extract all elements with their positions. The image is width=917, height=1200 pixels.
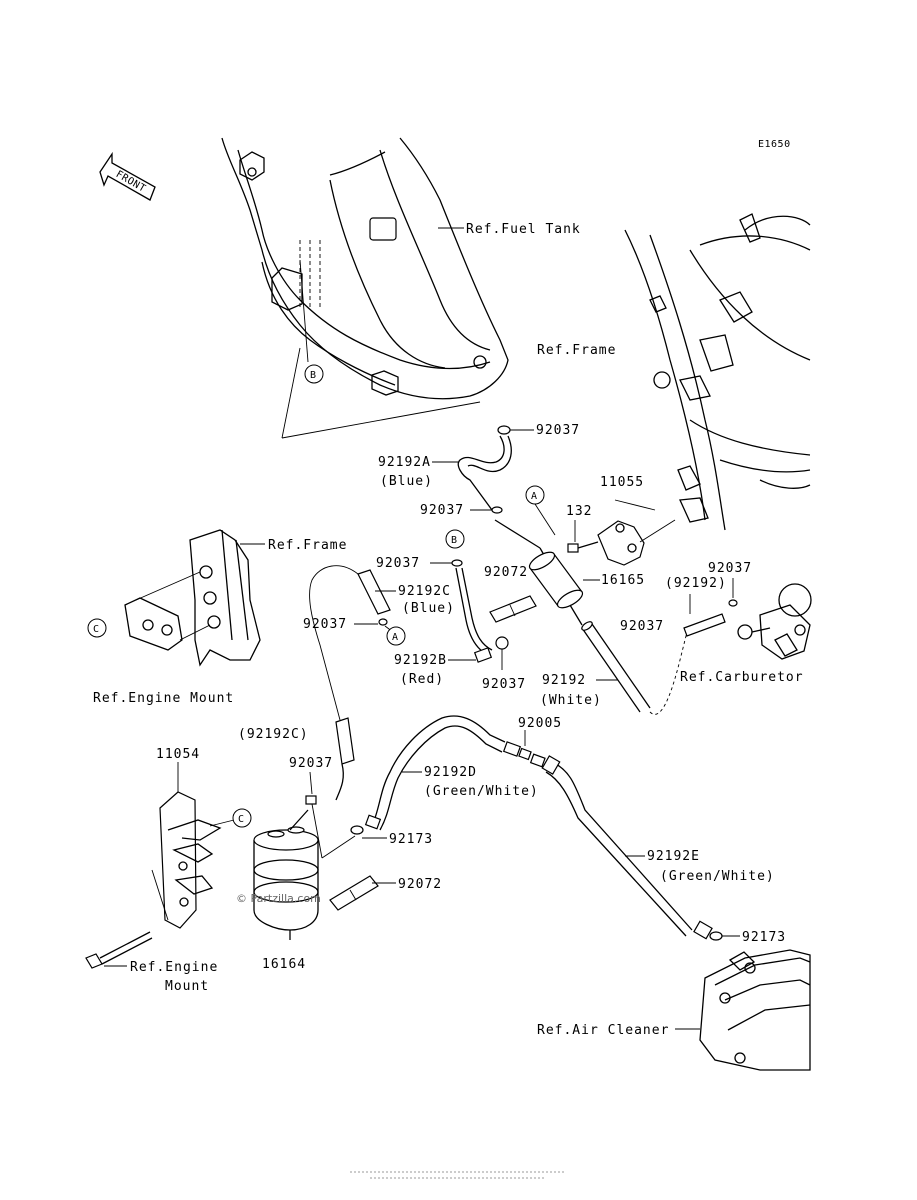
callout-a-top-label: A [531,491,538,502]
part-92037-mid: 92037 [420,503,464,518]
ref-frame-right-label: Ref.Frame [537,343,616,358]
part-92192A: 92192A [378,455,431,470]
right-frame-drawing [624,213,811,531]
part-92192: 92192 [542,673,586,688]
callout-b-top-label: B [310,370,317,381]
clamp-92037-can-icon [305,795,317,805]
part-92037-left: 92037 [376,556,420,571]
diagram-id: E1650 [758,139,791,150]
part-92037-can: 92037 [289,756,333,771]
part-92037-carb: 92037 [708,561,752,576]
ref-air-cleaner-label: Ref.Air Cleaner [537,1023,669,1038]
front-arrow-icon: FRONT [99,151,156,201]
joint-92005-icon [502,741,546,768]
part-92192-color: (White) [540,693,602,708]
part-11054: 11054 [156,747,200,762]
part-92192B-color: (Red) [400,672,444,687]
callout-b-top [304,364,324,384]
hose-92192C-paren-icon [335,717,355,765]
footer-fine-print [350,1171,565,1179]
partzilla-watermark: © Partzilla.com [236,892,321,905]
part-92192C: 92192C [398,584,451,599]
part-16164: 16164 [262,957,306,972]
watermark-text: © Partzilla.com [236,892,321,905]
clamp-92173-mid-icon [350,825,364,835]
callout-c-low [232,808,252,828]
clamp-92037-mid-icon [491,506,503,514]
part-92037-carb2: 92037 [620,619,664,634]
bracket-11054-drawing [159,791,222,929]
clamp-92037-top-icon [497,425,511,435]
hose-92192C-icon [357,569,391,615]
strap-92072-low-icon [329,875,379,911]
part-92192C-color: (Blue) [402,601,455,616]
part-11055: 11055 [600,475,644,490]
clamp-92037-low-icon [495,636,509,650]
ref-engine-mount-bottom-label-1: Ref.Engine [130,960,218,975]
clamp-92037-carb-icon [728,599,738,607]
canister-16164-drawing [253,809,319,940]
part-92192D-color: (Green/White) [424,784,539,799]
callout-b-mid [445,529,465,549]
callout-c-left [87,618,107,638]
part-92072-mid: 92072 [484,565,528,580]
left-frame-drawing [124,529,261,667]
ref-carburetor-label: Ref.Carburetor [680,670,804,685]
callout-c-low-label: C [238,814,245,825]
part-132: 132 [566,504,592,519]
callout-a-low [386,626,406,646]
ref-engine-mount-top-label: Ref.Engine Mount [93,691,234,706]
ref-engine-mount-bottom-label-2: Mount [165,979,209,994]
carburetor-drawing [737,583,812,660]
part-92192E-color: (Green/White) [660,869,775,884]
part-16165: 16165 [601,573,645,588]
air-cleaner-drawing [699,949,811,1071]
part-92005: 92005 [518,716,562,731]
ref-fuel-tank-label: Ref.Fuel Tank [466,222,581,237]
part-92173-mid: 92173 [389,832,433,847]
clamp-92037-left-icon [451,559,463,567]
fuel-tank-drawing [221,137,509,439]
part-92192E: 92192E [647,849,700,864]
part-92192B: 92192B [394,653,447,668]
part-92037-a: 92037 [303,617,347,632]
hose-92192-carb-icon [683,613,726,637]
fuel-filter-16165-drawing [494,519,584,626]
strap-92072-mid-icon [489,595,537,623]
callout-b-mid-label: B [451,535,458,546]
part-92037-top: 92037 [536,423,580,438]
bolt-engine-mount-icon [85,931,153,969]
part-92192C-paren: (92192C) [238,727,309,742]
part-92072-low: 92072 [398,877,442,892]
clamp-92173-low-icon [709,931,723,941]
callout-a-low-label: A [392,632,399,643]
part-92173-low: 92173 [742,930,786,945]
ref-frame-left-label: Ref.Frame [268,538,347,553]
part-92192D: 92192D [424,765,477,780]
bolt-132-icon [567,541,599,553]
part-92037-low: 92037 [482,677,526,692]
callout-c-left-label: C [93,624,100,635]
bracket-11055-drawing [597,499,676,566]
clamp-92037-a-icon [378,618,388,626]
part-92192-paren: (92192) [665,576,727,591]
part-92192A-color: (Blue) [380,474,433,489]
